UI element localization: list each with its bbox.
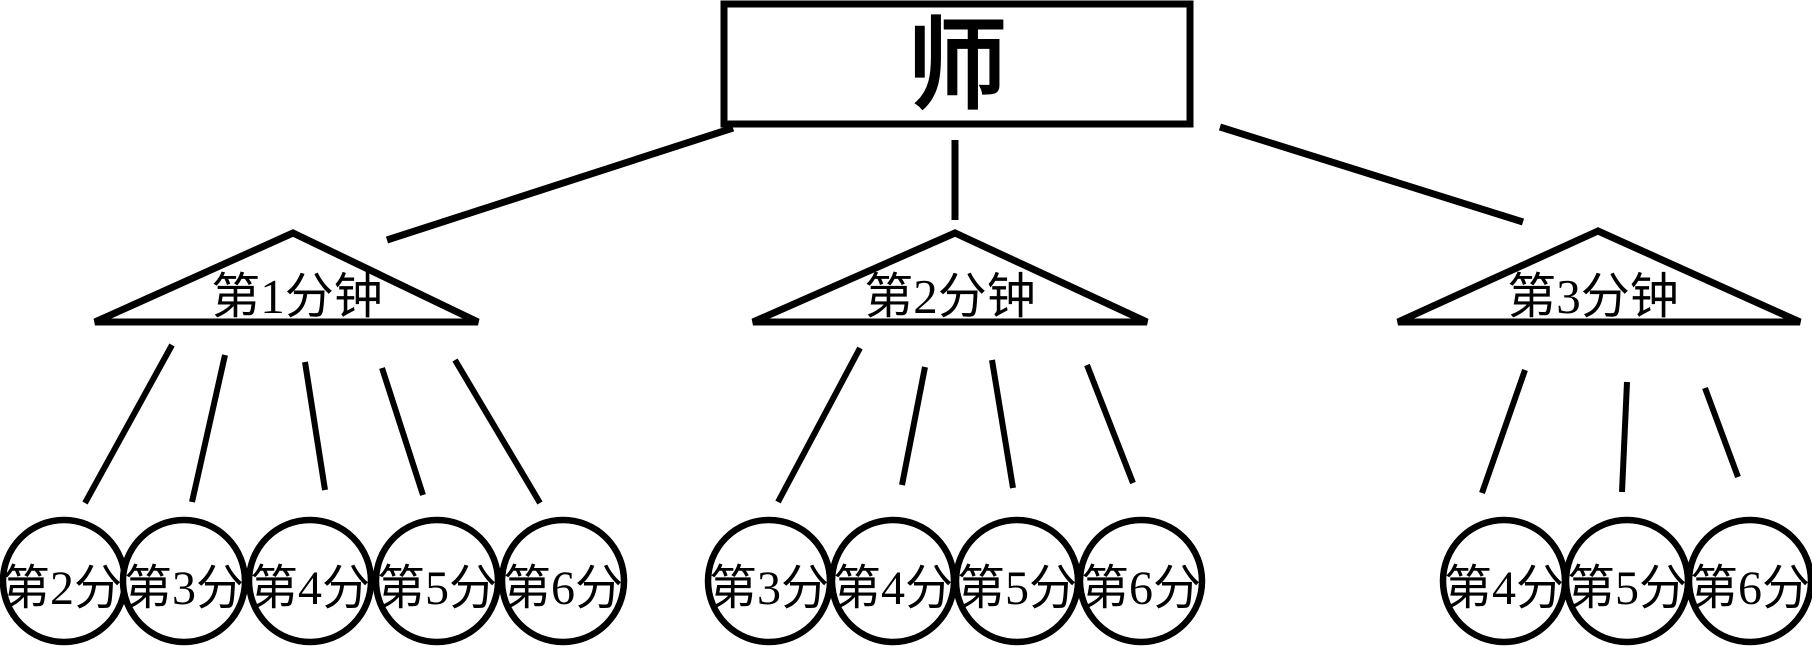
- edge-branch3-leaf1: [1479, 369, 1528, 494]
- edge-branch3-leaf3: [1702, 386, 1741, 479]
- leaf-label: 第4分: [1444, 562, 1564, 615]
- branch-2-label: 第2分钟: [864, 269, 1036, 324]
- branch-3-label: 第3分钟: [1507, 269, 1679, 324]
- branch-2-triangle: [751, 229, 1149, 326]
- edge-branch1-leaf2: [189, 354, 228, 503]
- leaf-circle: [1685, 516, 1812, 646]
- edge-branch1-leaf1: [82, 343, 175, 505]
- root-node-label: 师: [907, 11, 1007, 122]
- edge-root-to-branch-1: [385, 124, 735, 244]
- edge-branch1-leaf3: [302, 361, 328, 491]
- leaf-label: 第6分: [1690, 562, 1810, 615]
- edge-branch1-leaf4: [379, 367, 426, 496]
- leaf-label: 第4分: [250, 562, 370, 615]
- edge-branch3-leaf2: [1619, 381, 1630, 493]
- leaf-circle: [498, 516, 628, 646]
- leaf-label: 第5分: [377, 562, 497, 615]
- leaf-label: 第3分: [709, 562, 829, 615]
- leaf-label: 第5分: [1567, 562, 1687, 615]
- leaf-label: 第5分: [957, 562, 1077, 615]
- leaf-label: 第6分: [503, 562, 623, 615]
- branch-1-triangle: [93, 229, 480, 326]
- leaf-label: 第3分: [124, 562, 244, 615]
- edge-branch2-leaf2: [899, 366, 928, 486]
- edge-branch2-leaf1: [775, 346, 863, 504]
- leaf-label: 第6分: [1081, 562, 1201, 615]
- edge-branch1-leaf5: [452, 358, 543, 505]
- edge-branch2-leaf4: [1084, 363, 1136, 485]
- root-node-box: [720, 0, 1194, 128]
- leaf-circle: [245, 516, 375, 646]
- branch-1-label: 第1分钟: [211, 269, 383, 324]
- leaf-label: 第2分: [2, 562, 122, 615]
- branch-3-triangle: [1396, 227, 1802, 326]
- leaf-circle: [119, 516, 249, 646]
- leaf-label: 第4分: [833, 562, 953, 615]
- edge-branch2-leaf3: [989, 359, 1016, 489]
- leaf-circle: [1076, 516, 1206, 646]
- edge-root-to-branch-3: [1218, 123, 1525, 226]
- leaf-circle: [372, 516, 502, 646]
